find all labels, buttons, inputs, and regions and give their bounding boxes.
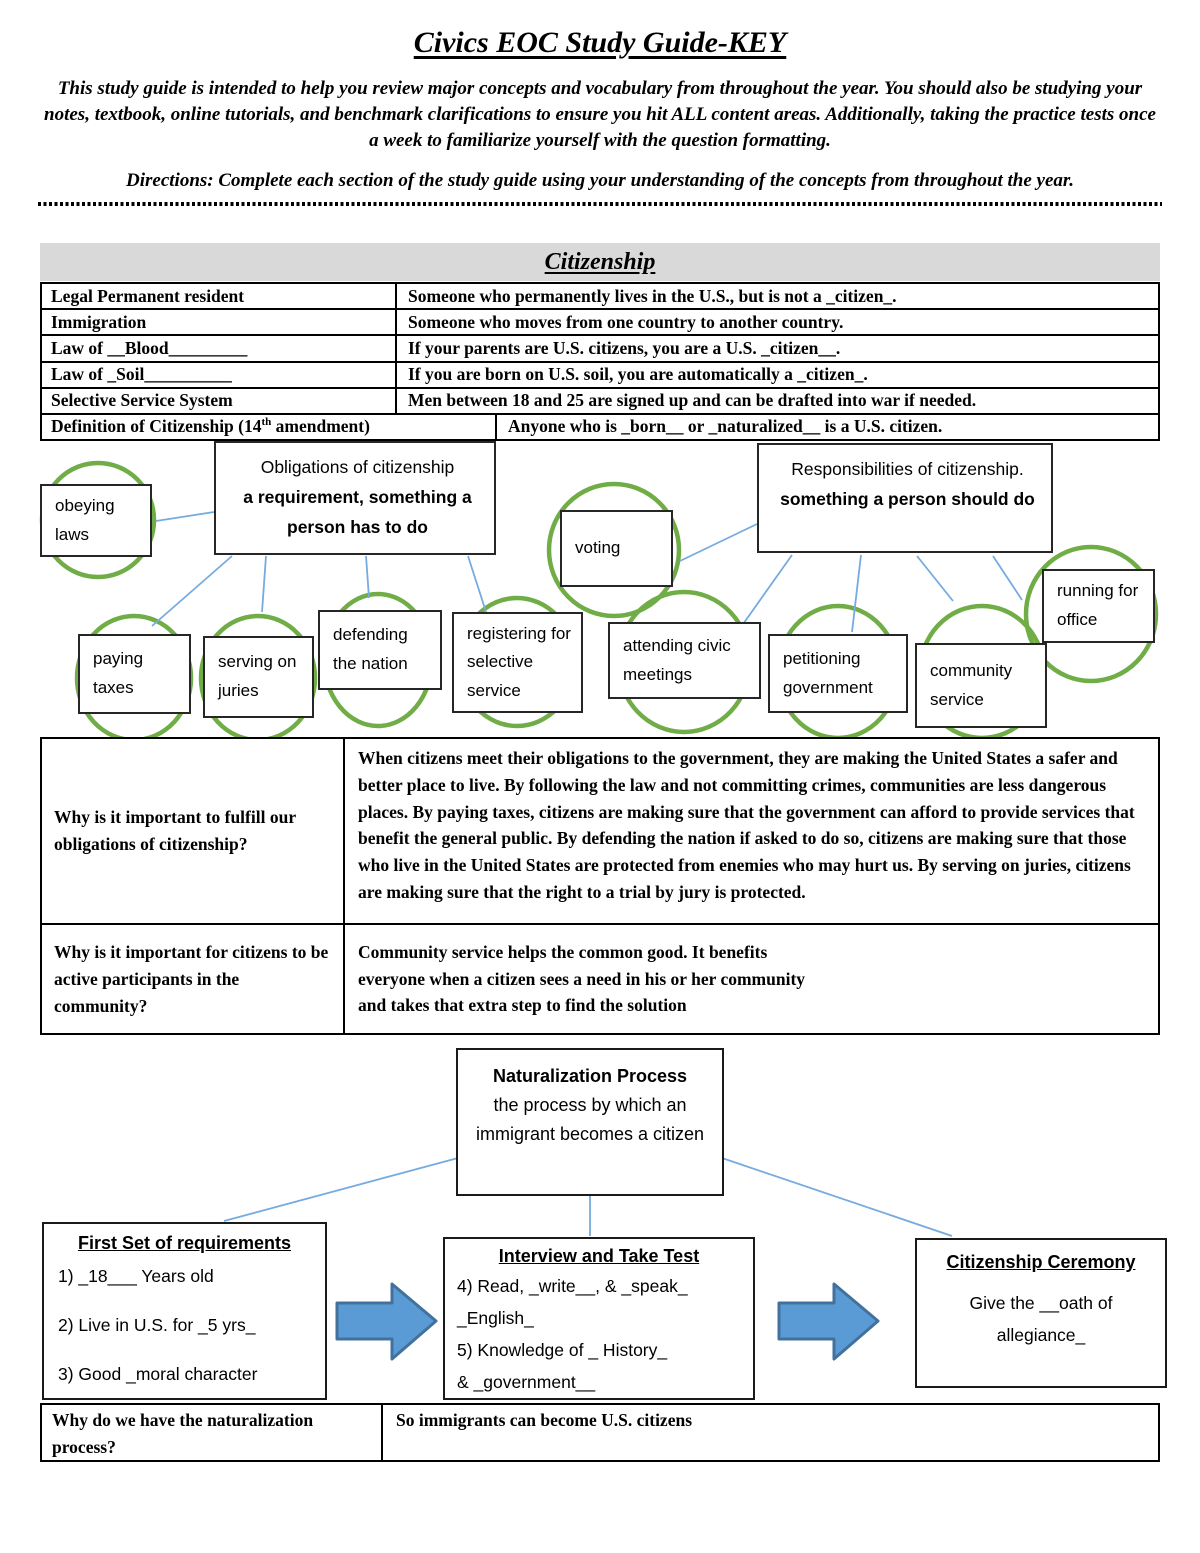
connector-natprocess-step1 — [223, 1157, 459, 1222]
serving-juries-box: serving on juries — [203, 636, 314, 718]
connector-natprocess-step3 — [721, 1157, 953, 1237]
vocab-term-cell: Law of _Soil__________ — [42, 362, 397, 387]
step2-line: 4) Read, _write__, & _speak_ — [457, 1276, 688, 1296]
vocab-term-cell: Law of __Blood_________ — [42, 336, 397, 361]
responsibilities-box: Responsibilities of citizenship. somethi… — [757, 443, 1053, 553]
intro-paragraph: This study guide is intended to help you… — [44, 78, 1156, 151]
table-row: Why is it important for citizens to be a… — [42, 925, 1158, 1033]
table-row: Law of _Soil__________ If you are born o… — [42, 362, 1158, 389]
answer-cell: When citizens meet their obligations to … — [358, 748, 1135, 902]
step1-item: 2) Live in U.S. for _5 yrs_ — [58, 1315, 256, 1335]
page-title: Civics EOC Study Guide-KEY — [413, 26, 787, 59]
table-row: Law of __Blood_________ If your parents … — [42, 336, 1158, 363]
flow-arrow-1 — [335, 1282, 438, 1361]
obligations-box: Obligations of citizenship a requirement… — [214, 441, 496, 555]
qa-table: Why is it important to fulfill our oblig… — [40, 737, 1160, 1035]
dotted-divider — [38, 202, 1162, 206]
connector-obligations-obeying — [155, 511, 215, 522]
vocab-definition-cell: Men between 18 and 25 are signed up and … — [408, 390, 977, 411]
section-header-citizenship: Citizenship — [40, 243, 1160, 281]
vocab-definition-cell: If your parents are U.S. citizens, you a… — [408, 337, 841, 358]
paying-taxes-box: paying taxes — [78, 634, 191, 714]
table-row: Legal Permanent resident Someone who per… — [42, 284, 1158, 311]
step3-title: Citizenship Ceremony — [946, 1252, 1136, 1272]
community-service-box: community service — [915, 643, 1047, 728]
defending-nation-box: defending the nation — [318, 610, 442, 690]
table-row: Definition of Citizenship (14th amendmen… — [42, 414, 1158, 440]
step3-body: Give the __oath of allegiance_ — [969, 1293, 1113, 1345]
superscript-th: th — [261, 416, 272, 429]
table-row: Selective Service System Men between 18 … — [42, 388, 1158, 415]
vocab-definition-cell: Anyone who is _born__ or _naturalized__ … — [508, 416, 943, 437]
responsibilities-title: Responsibilities of citizenship. — [791, 459, 1024, 479]
question-cell: Why is it important for citizens to be a… — [42, 925, 345, 1033]
obeying-laws-box: obeying laws — [40, 484, 152, 557]
step2-line: & _government__ — [457, 1372, 596, 1392]
vocab-definition-cell: Someone who permanently lives in the U.S… — [408, 285, 897, 306]
connector-obligations-defending — [365, 555, 370, 599]
connector-responsibilities-attending — [740, 554, 793, 628]
directions-text: Directions: Complete each section of the… — [126, 170, 1074, 191]
interview-test-box: Interview and Take Test 4) Read, _write_… — [443, 1237, 755, 1400]
connector-obligations-registering — [467, 555, 488, 616]
table-row: Why is it important to fulfill our oblig… — [42, 739, 1158, 925]
citizenship-ceremony-box: Citizenship Ceremony Give the __oath of … — [915, 1238, 1167, 1388]
vocab-term-cell: Immigration — [42, 310, 397, 335]
connector-obligations-paying — [151, 555, 233, 627]
petitioning-government-box: petitioning government — [768, 634, 908, 713]
naturalization-description: the process by which an immigrant become… — [475, 1095, 705, 1144]
connector-responsibilities-running — [992, 555, 1023, 601]
obligations-title: Obligations of citizenship — [260, 457, 455, 477]
attending-civic-meetings-box: attending civic meetings — [608, 622, 761, 699]
voting-box: voting — [560, 510, 673, 587]
step2-line: 5) Knowledge of _ History_ — [457, 1340, 668, 1360]
connector-responsibilities-petitioning — [851, 554, 862, 633]
connector-responsibilities-voting — [679, 523, 758, 562]
connector-obligations-serving — [261, 555, 267, 613]
step1-item: 1) _18___ Years old — [58, 1266, 214, 1286]
vocabulary-table: Legal Permanent resident Someone who per… — [40, 282, 1160, 441]
naturalization-question-table: Why do we have the naturalization proces… — [40, 1403, 1160, 1462]
vocab-term-cell: Definition of Citizenship (14th amendmen… — [42, 414, 497, 440]
responsibilities-subtitle: something a person should do — [780, 489, 1035, 509]
connector-responsibilities-community — [916, 555, 954, 602]
question-cell: Why is it important to fulfill our oblig… — [42, 739, 345, 923]
registering-selective-service-box: registering for selective service — [452, 612, 583, 713]
answer-cell: So immigrants can become U.S. citizens — [396, 1410, 693, 1430]
flow-arrow-2 — [777, 1282, 880, 1361]
vocab-term-cell: Legal Permanent resident — [42, 284, 397, 309]
table-row: Immigration Someone who moves from one c… — [42, 310, 1158, 337]
answer-cell: Community service helps the common good.… — [358, 941, 806, 1016]
step1-item: 3) Good _moral character — [58, 1364, 258, 1384]
vocab-definition-cell: If you are born on U.S. soil, you are au… — [408, 364, 868, 385]
step2-title: Interview and Take Test — [498, 1246, 700, 1266]
first-requirements-box: First Set of requirements 1) _18___ Year… — [42, 1222, 327, 1400]
question-cell: Why do we have the naturalization proces… — [42, 1405, 383, 1460]
vocab-definition-cell: Someone who moves from one country to an… — [408, 311, 844, 332]
step1-title: First Set of requirements — [77, 1233, 292, 1253]
naturalization-title: Naturalization Process — [492, 1066, 688, 1086]
obligations-subtitle: a requirement, something a person has to… — [243, 487, 472, 537]
running-for-office-box: running for office — [1042, 569, 1155, 643]
vocab-term-cell: Selective Service System — [42, 388, 397, 413]
naturalization-process-box: Naturalization Process the process by wh… — [456, 1048, 724, 1196]
step2-line: _English_ — [457, 1308, 534, 1328]
